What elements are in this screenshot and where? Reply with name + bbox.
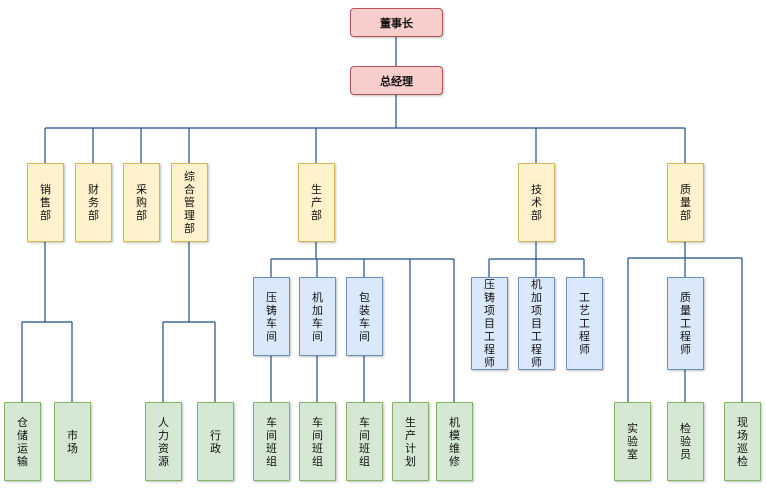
node-label: 压铸车间 — [266, 290, 277, 343]
node-label: 采购部 — [136, 183, 147, 222]
node-label: 质量部 — [680, 183, 691, 222]
node-inspector: 检验员 — [667, 402, 704, 481]
node-label: 压铸项目工程师 — [484, 278, 495, 369]
node-label: 行政 — [210, 428, 221, 455]
node-field-patrol: 现场巡检 — [724, 402, 761, 481]
node-die-casting-engineer: 压铸项目工程师 — [471, 277, 508, 370]
node-general-manager: 总经理 — [350, 66, 443, 95]
node-label: 总经理 — [380, 74, 413, 88]
node-production: 生产部 — [298, 163, 335, 242]
node-team-2: 车间班组 — [299, 402, 336, 481]
node-label: 车间班组 — [359, 415, 370, 468]
node-label: 财务部 — [88, 183, 99, 222]
node-process-engineer: 工艺工程师 — [566, 277, 603, 370]
node-production-planning: 生产计划 — [392, 402, 429, 481]
node-finance: 财务部 — [75, 163, 112, 242]
node-label: 综合管理部 — [184, 170, 195, 235]
node-machining-workshop: 机加车间 — [299, 277, 336, 356]
node-label: 机加项目工程师 — [531, 278, 542, 369]
node-team-1: 车间班组 — [253, 402, 290, 481]
node-label: 车间班组 — [312, 415, 323, 468]
node-label: 检验员 — [680, 422, 691, 461]
node-label: 人力资源 — [158, 415, 169, 468]
node-label: 生产部 — [311, 183, 322, 222]
node-purchasing: 采购部 — [123, 163, 160, 242]
node-label: 生产计划 — [405, 415, 416, 468]
node-team-3: 车间班组 — [346, 402, 383, 481]
node-label: 现场巡检 — [737, 415, 748, 468]
node-label: 市场 — [67, 428, 78, 455]
node-die-casting-workshop: 压铸车间 — [253, 277, 290, 356]
node-label: 机模维修 — [449, 415, 460, 468]
node-chairman: 董事长 — [350, 8, 443, 37]
node-warehouse: 仓储运输 — [4, 402, 41, 481]
node-label: 车间班组 — [266, 415, 277, 468]
node-label: 工艺工程师 — [579, 291, 590, 356]
node-label: 包装车间 — [359, 290, 370, 343]
node-hr: 人力资源 — [145, 402, 182, 481]
node-market: 市场 — [54, 402, 91, 481]
node-machining-engineer: 机加项目工程师 — [518, 277, 555, 370]
node-technology: 技术部 — [518, 163, 555, 242]
node-label: 仓储运输 — [17, 415, 28, 468]
node-label: 技术部 — [531, 183, 542, 222]
node-quality: 质量部 — [667, 163, 704, 242]
node-label: 机加车间 — [312, 290, 323, 343]
node-admin: 综合管理部 — [171, 163, 208, 242]
node-mold-maintenance: 机模维修 — [436, 402, 473, 481]
node-packaging-workshop: 包装车间 — [346, 277, 383, 356]
node-label: 销售部 — [40, 183, 51, 222]
node-sales: 销售部 — [27, 163, 64, 242]
node-administration: 行政 — [197, 402, 234, 481]
node-label: 实验室 — [627, 422, 638, 461]
node-quality-engineer: 质量工程师 — [667, 277, 704, 370]
node-laboratory: 实验室 — [614, 402, 651, 481]
node-label: 质量工程师 — [680, 291, 691, 356]
node-label: 董事长 — [380, 16, 413, 30]
